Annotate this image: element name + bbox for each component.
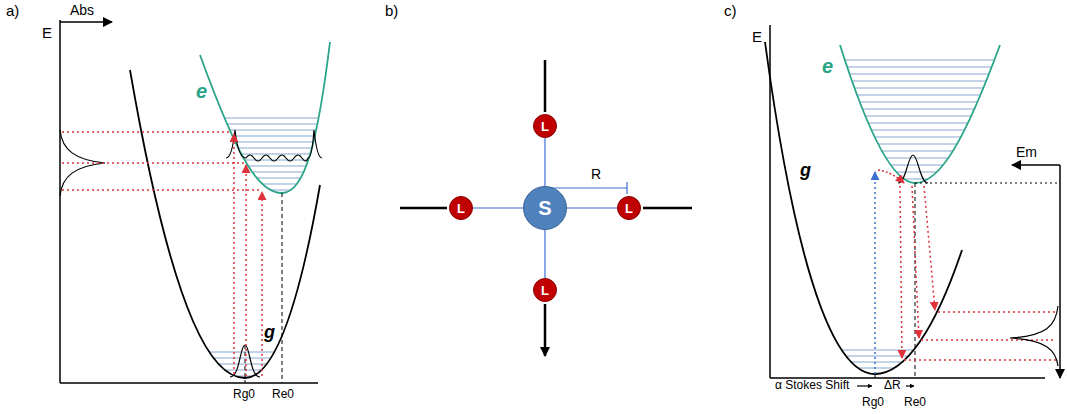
- ligand-circle: L: [617, 196, 641, 220]
- ligand-circle: L: [533, 278, 557, 302]
- bond-line: [567, 207, 617, 208]
- panel-letter: b): [385, 2, 398, 19]
- energy-projection-lines: [904, 312, 1056, 360]
- excited-wavefunction: [226, 130, 322, 161]
- panel-b-art: [400, 60, 692, 356]
- node-label: L: [541, 120, 549, 133]
- ground-state-curve: [130, 70, 320, 378]
- ground-state-curve: [765, 42, 962, 374]
- panel-a-art: [60, 20, 340, 383]
- axis-label: Abs: [70, 2, 94, 18]
- ligand-circle: L: [449, 196, 473, 220]
- distance-label: R: [591, 166, 601, 182]
- axes: [60, 20, 318, 383]
- ground-vibrational-levels: [760, 350, 970, 368]
- panel-letter: a): [6, 2, 19, 19]
- equilibrium-dashes: [875, 183, 915, 378]
- emission-arrow: [912, 186, 919, 338]
- excited-state-curve: [840, 45, 1000, 183]
- node-label: L: [541, 284, 549, 297]
- abs-arrow: [60, 21, 112, 23]
- curve-label: e: [196, 80, 207, 103]
- excited-state-curve: [200, 42, 330, 193]
- curve-label: g: [264, 322, 275, 343]
- node-label: L: [457, 202, 465, 215]
- stokes-arrow: [857, 385, 872, 386]
- level-projection: [915, 183, 1058, 184]
- emission-spectrum: [1010, 306, 1058, 366]
- displacement-arrows: [400, 60, 692, 356]
- center-atom-circle: S: [523, 186, 567, 230]
- axis-label: Em: [1016, 144, 1037, 160]
- panel-c-art: [760, 25, 1060, 386]
- emission-arrow: [924, 186, 935, 310]
- shift-label: α Stokes Shift: [775, 379, 849, 393]
- absorption-arrow: [233, 134, 235, 374]
- excited-wavefunction: [898, 155, 928, 183]
- excited-vibrational-levels: [830, 60, 1010, 179]
- absorption-arrow: [261, 192, 263, 376]
- distance-label: ΔR: [884, 379, 901, 393]
- coordinate-label: Re0: [272, 388, 294, 402]
- delta-r-arrow: [906, 385, 914, 386]
- ligand-circle: L: [533, 114, 557, 138]
- relaxation-arrow: [878, 170, 904, 183]
- bond-line: [473, 207, 523, 208]
- excited-vibrational-levels: [190, 118, 340, 190]
- equilibrium-dashes: [245, 193, 282, 383]
- emission-arrow: [900, 186, 902, 358]
- axis-label: E: [42, 24, 52, 41]
- em-arrow: [1012, 164, 1060, 166]
- axes: [770, 25, 1045, 378]
- curve-label: e: [822, 55, 833, 78]
- node-label: S: [538, 198, 551, 218]
- em-axis: [1059, 165, 1061, 378]
- curve-label: g: [800, 160, 811, 181]
- coordinate-label: Re0: [904, 396, 926, 410]
- coordinate-label: Rg0: [233, 388, 255, 402]
- energy-projection-lines: [62, 132, 260, 190]
- axis-label: E: [752, 28, 762, 45]
- node-label: L: [625, 202, 633, 215]
- bond-line: [544, 138, 545, 186]
- excitation-arrow: [874, 172, 876, 374]
- absorption-arrow: [245, 165, 247, 376]
- coordinate-label: Rg0: [862, 396, 884, 410]
- panel-letter: c): [724, 2, 737, 19]
- bond-line: [544, 230, 545, 278]
- ground-vibrational-levels: [120, 352, 330, 376]
